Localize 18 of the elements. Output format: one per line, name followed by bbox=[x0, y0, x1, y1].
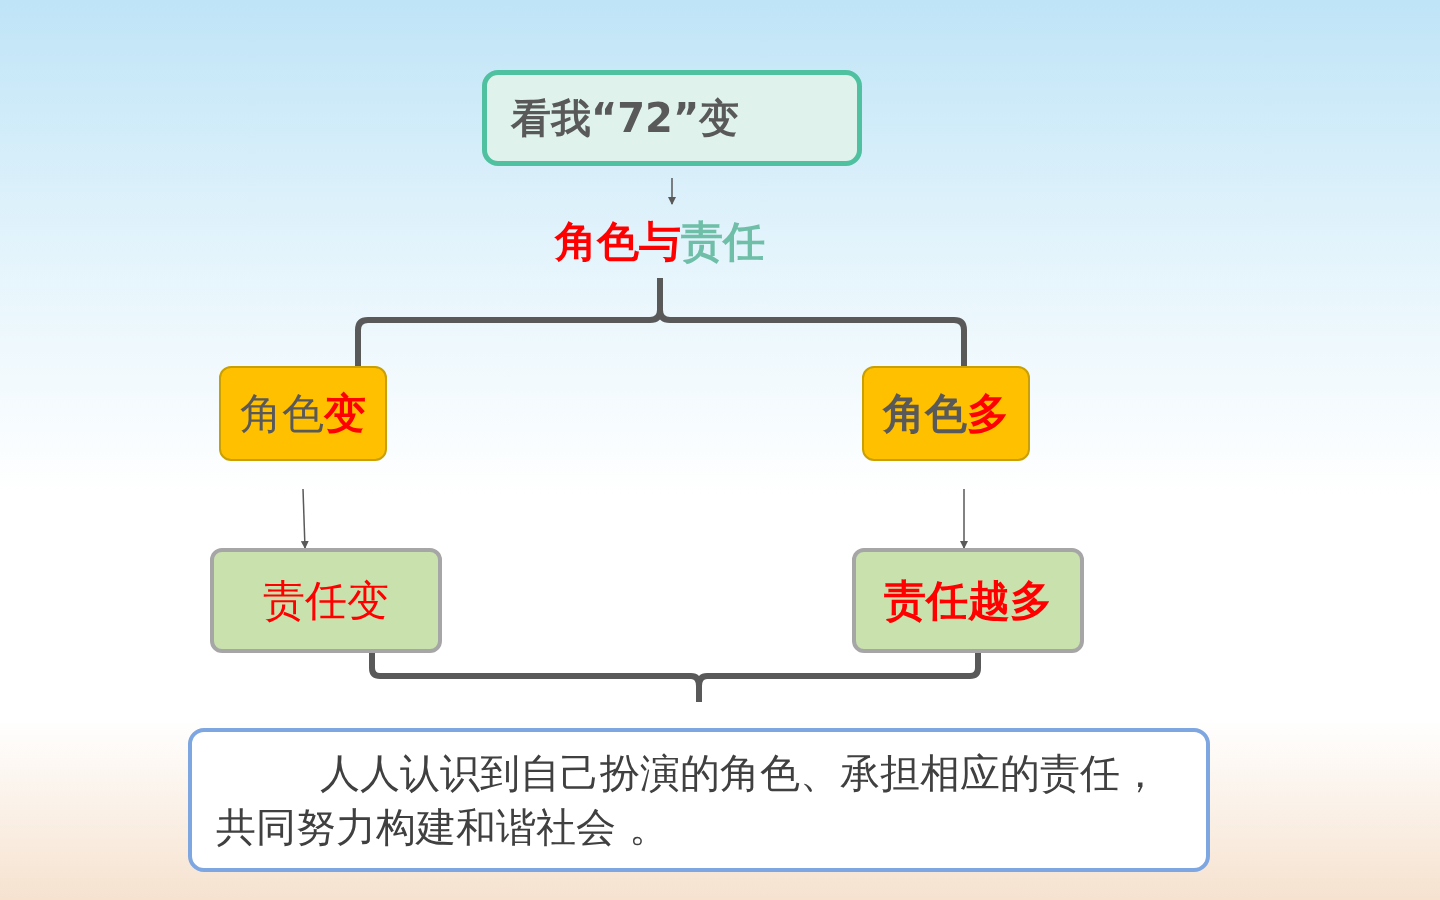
title-text: 看我“72”变 bbox=[511, 94, 740, 143]
label-text: 责任变 bbox=[263, 575, 389, 627]
result-box bbox=[852, 548, 1084, 653]
concept-box bbox=[862, 366, 1030, 461]
bracket-connector bbox=[696, 653, 981, 702]
label-text: 角色变 bbox=[240, 388, 366, 440]
conclusion-text: 人人认识到自己扮演的角色、承担相应的责任，共同努力构建和谐社会 。 bbox=[216, 749, 1161, 852]
result-box bbox=[210, 548, 442, 653]
title-box bbox=[482, 70, 862, 166]
arrow bbox=[960, 488, 968, 549]
bracket-connector bbox=[657, 278, 967, 366]
arrow bbox=[300, 488, 309, 549]
label-text: 责任越多 bbox=[884, 575, 1052, 627]
label-text: 角色与责任 bbox=[555, 215, 765, 268]
arrow bbox=[668, 177, 676, 205]
label-text: 角色多 bbox=[883, 388, 1009, 440]
concept-box bbox=[219, 366, 387, 461]
conclusion-box bbox=[188, 728, 1210, 872]
